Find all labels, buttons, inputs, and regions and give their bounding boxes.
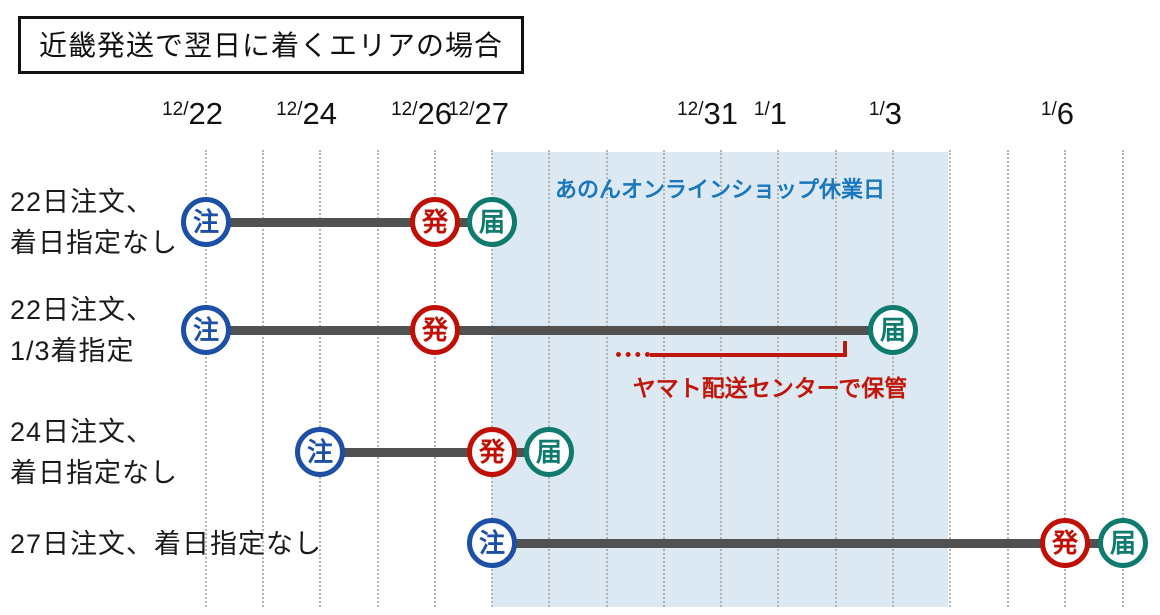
tick-day: 6 <box>1056 96 1074 131</box>
tick-day: 1 <box>769 96 787 131</box>
order-marker: 注 <box>181 197 231 247</box>
storage-annotation: ヤマト配送センターで保管 <box>632 375 908 401</box>
tick-month: 12/ <box>677 99 704 120</box>
axis-tick: 12/26 <box>391 96 452 132</box>
gridline <box>205 150 207 607</box>
tick-month: 12/ <box>391 99 418 120</box>
timeline-bar <box>320 448 549 457</box>
gridline <box>1007 150 1009 607</box>
timeline-bar <box>206 218 492 227</box>
row-label: 22日注文、 1/3着指定 <box>10 295 155 366</box>
gridline <box>606 150 608 607</box>
gridline <box>319 150 321 607</box>
order-marker: 注 <box>181 305 231 355</box>
deliver-marker: 届 <box>1098 518 1148 568</box>
timeline-bar <box>206 326 893 335</box>
gridline <box>892 150 894 607</box>
gridline <box>1064 150 1066 607</box>
deliver-marker: 届 <box>467 197 517 247</box>
axis-tick: 12/24 <box>276 96 337 132</box>
tick-month: 1/ <box>1040 99 1057 120</box>
timeline-bar <box>492 539 1123 548</box>
gridline <box>491 150 493 607</box>
axis-tick: 12/27 <box>448 96 509 132</box>
ship-marker: 発 <box>467 427 517 477</box>
axis-tick: 12/31 <box>677 96 738 132</box>
gridline <box>720 150 722 607</box>
tick-day: 3 <box>884 96 902 131</box>
holiday-band-label: あのんオンラインショップ休業日 <box>554 177 885 202</box>
gridline <box>1122 150 1124 607</box>
row-label: 22日注文、 着日指定なし <box>10 187 178 258</box>
deliver-marker: 届 <box>524 427 574 477</box>
gridline <box>548 150 550 607</box>
tick-day: 26 <box>417 96 452 131</box>
row-label: 27日注文、着日指定なし <box>10 529 323 559</box>
storage-bracket-line <box>650 353 847 357</box>
gridline <box>377 150 379 607</box>
order-marker: 注 <box>467 518 517 568</box>
page-title: 近畿発送で翌日に着くエリアの場合 <box>39 30 504 61</box>
gridline <box>434 150 436 607</box>
axis-tick: 1/1 <box>754 96 787 132</box>
axis-tick: 12/22 <box>162 96 223 132</box>
tick-month: 1/ <box>868 99 885 120</box>
tick-day: 24 <box>302 96 337 131</box>
gridline <box>777 150 779 607</box>
deliver-marker: 届 <box>868 305 918 355</box>
tick-month: 12/ <box>162 99 189 120</box>
storage-bracket-riser <box>843 341 847 357</box>
storage-bracket-dots <box>616 352 650 357</box>
tick-day: 31 <box>703 96 738 131</box>
tick-day: 22 <box>188 96 223 131</box>
axis-tick: 1/6 <box>1041 96 1074 132</box>
gridline <box>262 150 264 607</box>
title-box: 近畿発送で翌日に着くエリアの場合 <box>18 16 525 74</box>
tick-month: 1/ <box>753 99 770 120</box>
tick-month: 12/ <box>448 99 475 120</box>
tick-day: 27 <box>474 96 509 131</box>
tick-month: 12/ <box>276 99 303 120</box>
order-marker: 注 <box>295 427 345 477</box>
ship-marker: 発 <box>410 305 460 355</box>
gridline <box>663 150 665 607</box>
gridline <box>835 150 837 607</box>
axis-tick: 1/3 <box>869 96 902 132</box>
row-label: 24日注文、 着日指定なし <box>10 417 178 488</box>
ship-marker: 発 <box>1040 518 1090 568</box>
gridline <box>949 150 951 607</box>
ship-marker: 発 <box>410 197 460 247</box>
